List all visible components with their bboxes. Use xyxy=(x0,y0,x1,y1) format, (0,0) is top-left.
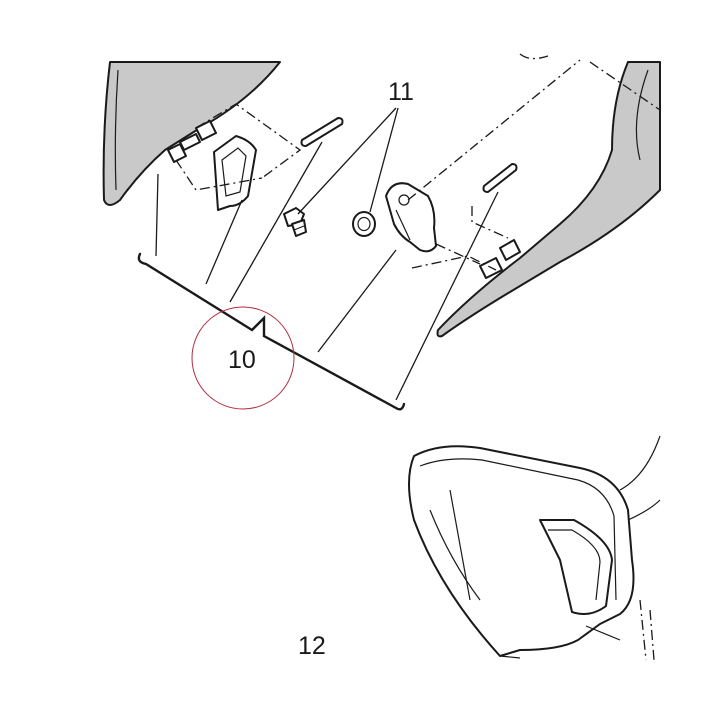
housing-part xyxy=(408,435,661,661)
callout-10-leaders xyxy=(155,141,499,401)
pin-left xyxy=(300,117,344,147)
group-10-bracket xyxy=(137,252,406,411)
hinge-plate xyxy=(385,182,437,253)
callout-label-12: 12 xyxy=(298,632,326,660)
highlight-circle xyxy=(191,306,295,410)
pin-right xyxy=(482,163,518,193)
left-side-panel xyxy=(102,61,281,206)
callout-11-leaders xyxy=(297,107,399,215)
callout-label-11: 11 xyxy=(388,78,414,106)
assembly-centerlines xyxy=(175,53,661,271)
right-side-panel xyxy=(436,61,661,338)
screw xyxy=(283,207,307,237)
latch-bracket xyxy=(213,135,257,211)
nut-washer xyxy=(352,211,376,237)
callout-label-10: 10 xyxy=(228,346,256,374)
